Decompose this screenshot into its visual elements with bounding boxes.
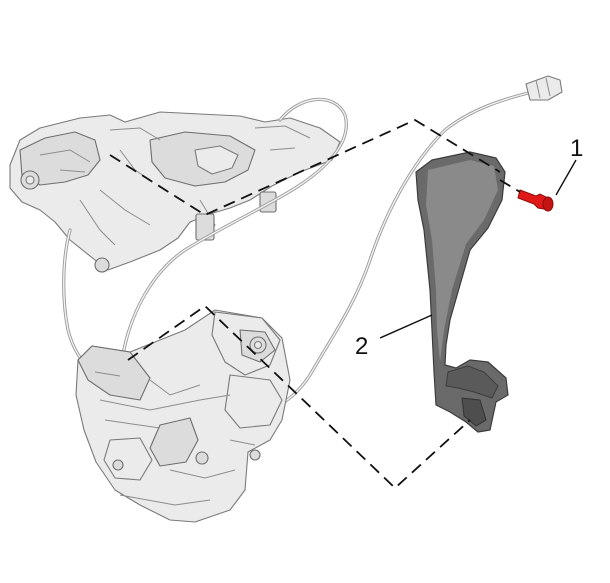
cover-part [415, 151, 509, 433]
exploded-view-lines [109, 118, 521, 490]
screw-part [517, 189, 554, 212]
callout-1-leader [555, 159, 577, 196]
handle-bracket [9, 111, 341, 273]
door-lock [75, 309, 291, 523]
cables [62, 75, 563, 407]
callout-2-leader [379, 314, 433, 339]
callout-1-label: 1 [570, 135, 583, 162]
callout-2-label: 2 [355, 333, 368, 360]
